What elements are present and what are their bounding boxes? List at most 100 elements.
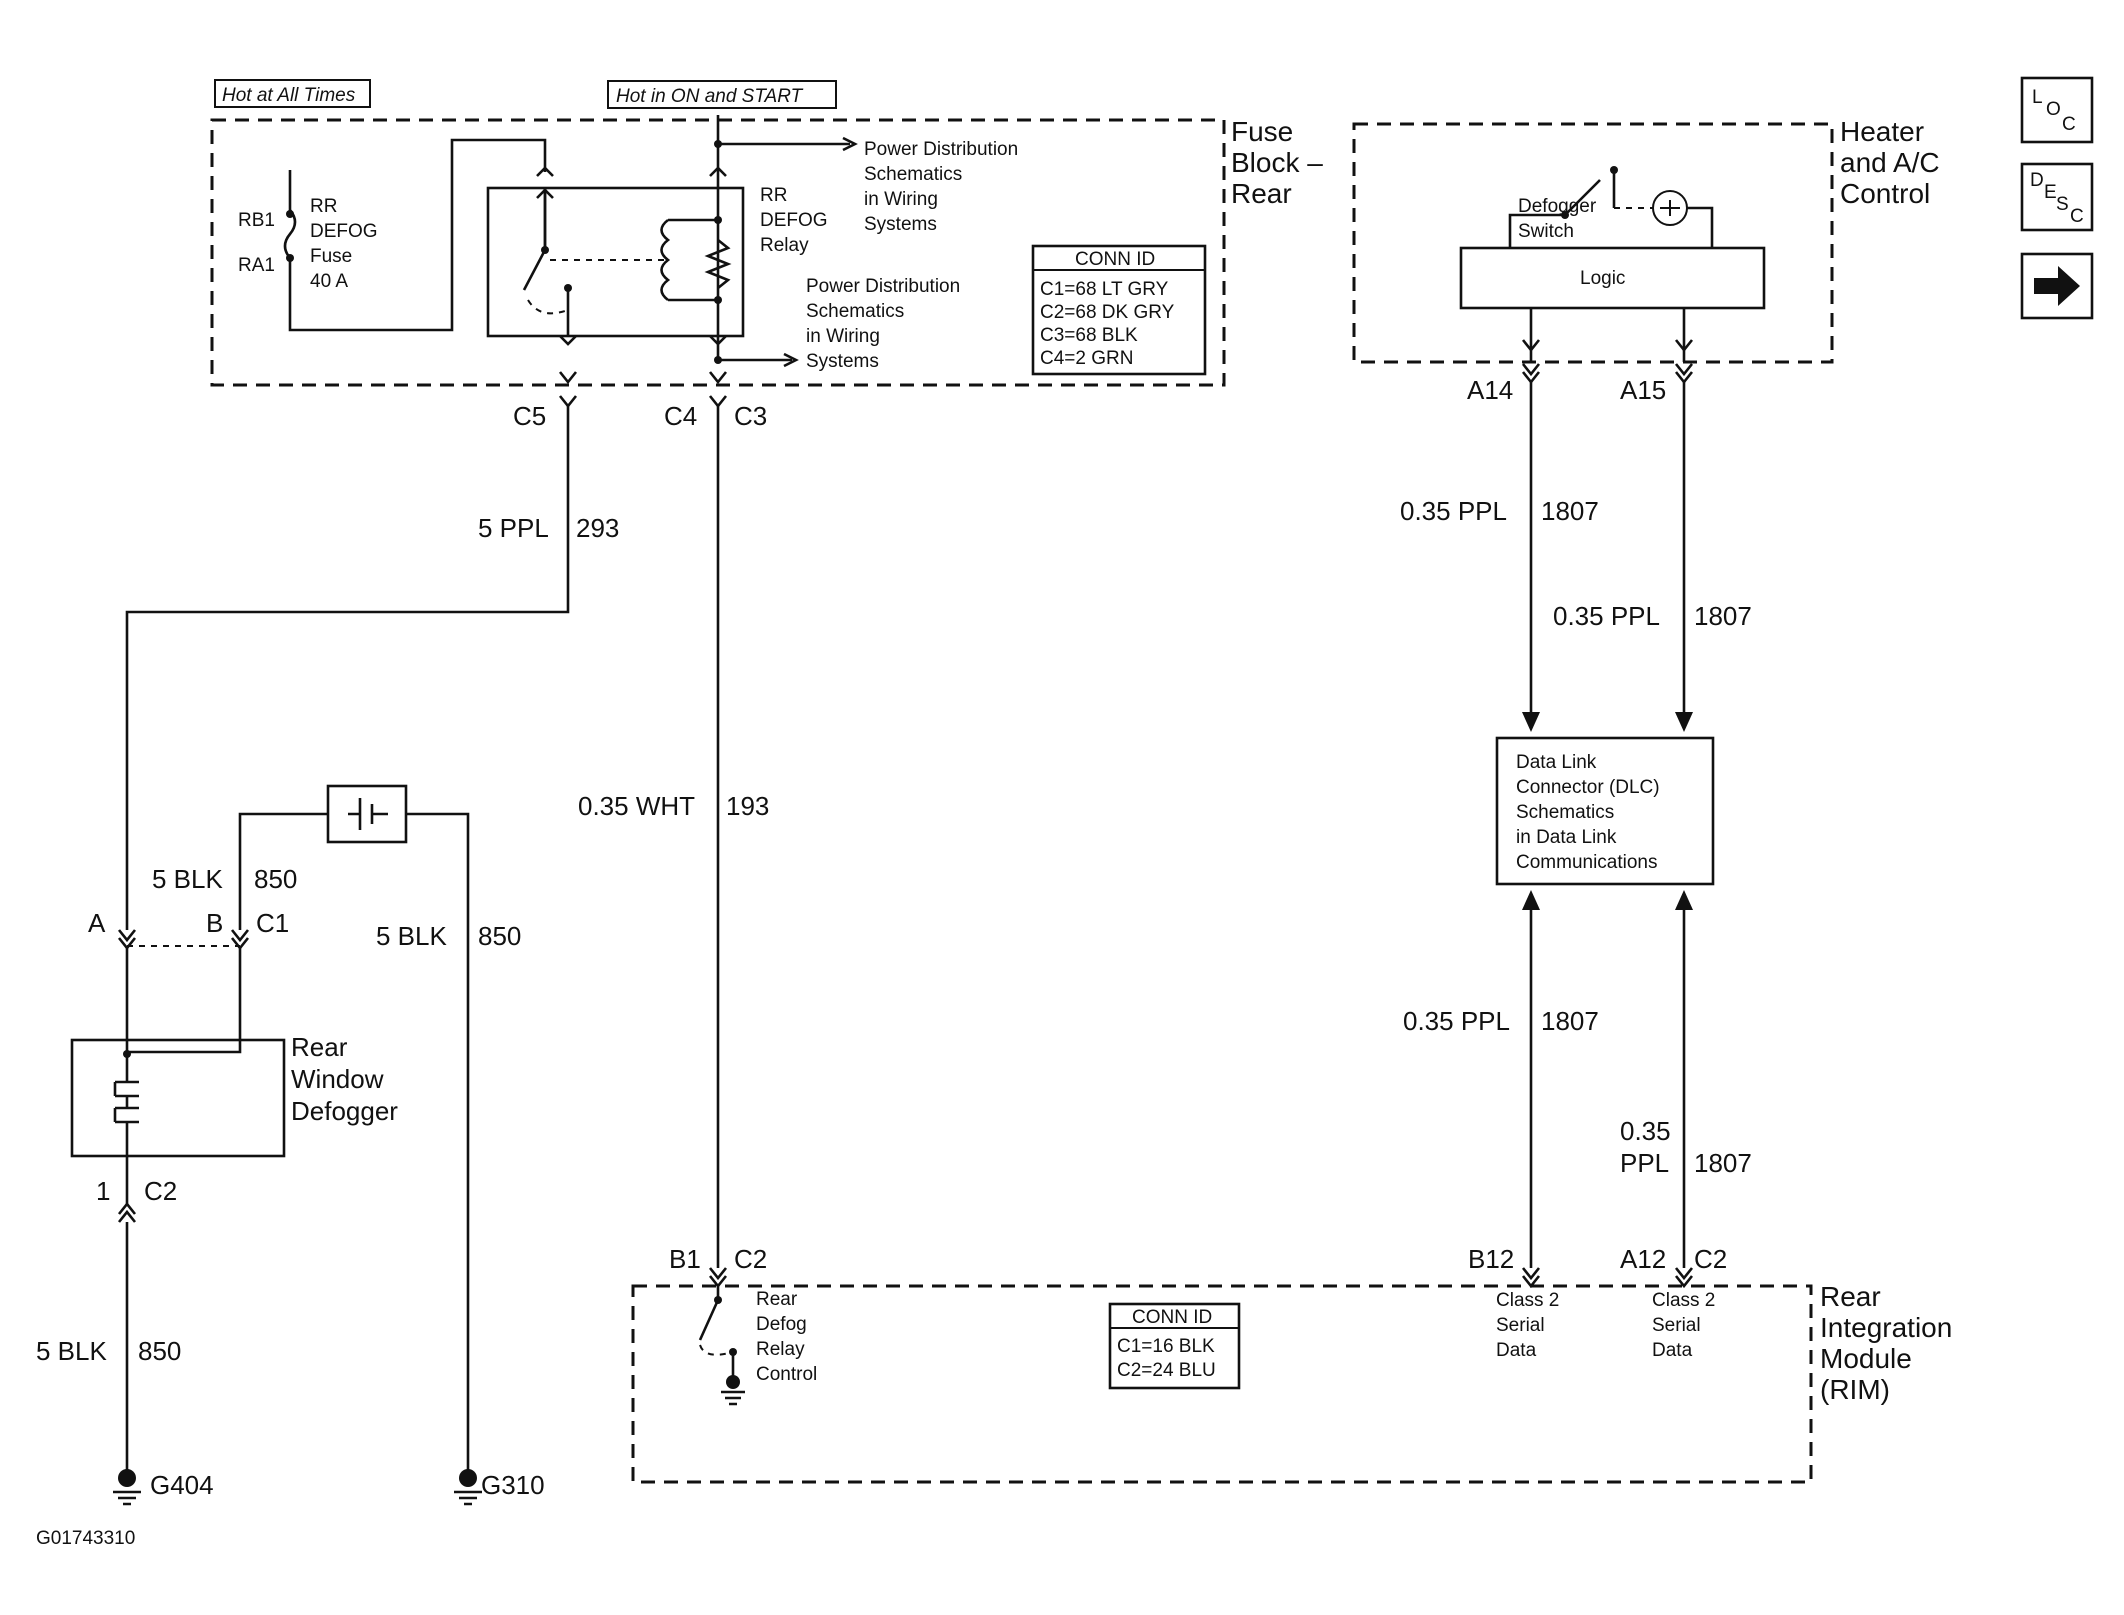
fuse-pin-ra1: RA1 bbox=[238, 255, 275, 276]
relay-label-2: DEFOG bbox=[760, 210, 828, 231]
defogger-pin-1: 1 bbox=[96, 1176, 110, 1206]
wire-850a-color: 5 BLK bbox=[152, 864, 223, 894]
svg-text:L: L bbox=[2032, 87, 2043, 108]
relay-label-3: Relay bbox=[760, 235, 809, 256]
rr-defog-relay bbox=[486, 186, 745, 338]
rim-class2-left-2: Serial bbox=[1496, 1315, 1545, 1336]
wire-1807-c-circuit: 1807 bbox=[1541, 1006, 1599, 1036]
wire-1807-a-circuit: 1807 bbox=[1541, 496, 1599, 526]
fuse-block-title-2: Block – bbox=[1231, 147, 1323, 178]
hvac-title-3: Control bbox=[1840, 178, 1930, 209]
rim-conn-c2-right: C2 bbox=[1694, 1244, 1727, 1274]
rim-class2-left-3: Data bbox=[1496, 1340, 1537, 1361]
wire-193-color: 0.35 WHT bbox=[578, 791, 695, 821]
defogger-conn-c2: C2 bbox=[144, 1176, 177, 1206]
rim-pin-a12: A12 bbox=[1620, 1244, 1666, 1274]
hot-at-all-times-label: Hot at All Times bbox=[222, 85, 356, 106]
hvac-pin-a14: A14 bbox=[1467, 375, 1513, 405]
rim-pin-b1: B1 bbox=[669, 1244, 701, 1274]
ground-g404-label: G404 bbox=[150, 1470, 214, 1500]
rim-class2-right-2: Serial bbox=[1652, 1315, 1701, 1336]
fuse-block-rear: Hot at All Times Hot in ON and START Fus… bbox=[210, 79, 1323, 431]
rim-class2-left-1: Class 2 bbox=[1496, 1290, 1559, 1311]
defogger-grid-icon bbox=[113, 1058, 139, 1156]
wire-1807-d-color-2: PPL bbox=[1620, 1148, 1669, 1178]
ground-g404-icon bbox=[118, 1469, 136, 1487]
switch-label-2: Switch bbox=[1518, 221, 1574, 242]
wire-193-circuit: 193 bbox=[726, 791, 769, 821]
fuse-label-2: DEFOG bbox=[310, 221, 378, 242]
wire-1807-c-color: 0.35 PPL bbox=[1403, 1006, 1510, 1036]
fuse-block-title-3: Rear bbox=[1231, 178, 1292, 209]
rim-relay-control-4: Control bbox=[756, 1364, 817, 1385]
hot-in-on-start-label: Hot in ON and START bbox=[616, 86, 804, 107]
fuse-label-3: Fuse bbox=[310, 246, 352, 267]
dlc-label-2: Connector (DLC) bbox=[1516, 777, 1660, 798]
fuse-symbol bbox=[283, 138, 547, 332]
switch-label-1: Defogger bbox=[1518, 196, 1597, 217]
defogger-title-2: Window bbox=[291, 1064, 384, 1094]
connector-c3: C3 bbox=[734, 401, 767, 431]
wire-293-circuit: 293 bbox=[576, 513, 619, 543]
rim-relay-control-3: Relay bbox=[756, 1339, 805, 1360]
rear-window-defogger: 5 BLK 850 5 BLK 850 A B C1 Rear Window D… bbox=[36, 784, 521, 1478]
svg-text:C: C bbox=[2062, 114, 2076, 135]
defogger-switch-icon bbox=[1508, 179, 1601, 248]
dlc: Data Link Connector (DLC) Schematics in … bbox=[1495, 736, 1715, 886]
wire-193: 0.35 WHT 193 bbox=[578, 406, 769, 1268]
rim-title-3: Module bbox=[1820, 1343, 1912, 1374]
wires-1807-upper: 0.35 PPL 1807 0.35 PPL 1807 bbox=[1400, 382, 1752, 732]
wire-1807-b-circuit: 1807 bbox=[1694, 601, 1752, 631]
fuse-conn-id-title: CONN ID bbox=[1075, 249, 1155, 270]
right-arrow-icon bbox=[2034, 266, 2080, 306]
wire-1807-d-circuit: 1807 bbox=[1694, 1148, 1752, 1178]
wire-850b-color: 5 BLK bbox=[376, 921, 447, 951]
svg-text:D: D bbox=[2030, 170, 2044, 191]
relay-label-1: RR bbox=[760, 185, 787, 206]
wire-1807-a-color: 0.35 PPL bbox=[1400, 496, 1507, 526]
rim-title-2: Integration bbox=[1820, 1312, 1952, 1343]
defogger-pin-a: A bbox=[88, 908, 106, 938]
rim-relay-control-2: Defog bbox=[756, 1314, 807, 1335]
defogger-pin-b: B bbox=[206, 908, 223, 938]
desc-button[interactable]: D E S C bbox=[2020, 162, 2094, 232]
fuse-conn-id-box bbox=[1031, 244, 1207, 376]
wire-293-color: 5 PPL bbox=[478, 513, 549, 543]
hvac-title-1: Heater bbox=[1840, 116, 1924, 147]
defogger-title-3: Defogger bbox=[291, 1096, 398, 1126]
power-ref-top-4: Systems bbox=[864, 214, 937, 235]
rim-conn-id-box bbox=[1108, 1302, 1241, 1390]
rim-conn-id-2: C2=24 BLU bbox=[1117, 1360, 1216, 1381]
svg-text:S: S bbox=[2056, 194, 2069, 215]
hot-in-on-start-box bbox=[607, 80, 837, 109]
svg-text:E: E bbox=[2044, 182, 2057, 203]
loc-button[interactable]: L O C bbox=[2020, 76, 2094, 144]
wire-850c-color: 5 BLK bbox=[36, 1336, 107, 1366]
wire-1807-d-color-1: 0.35 bbox=[1620, 1116, 1671, 1146]
rim-relay-control-1: Rear bbox=[756, 1289, 798, 1310]
dlc-label-1: Data Link bbox=[1516, 752, 1597, 773]
rim-class2-right-3: Data bbox=[1652, 1340, 1693, 1361]
rim-conn-id-title: CONN ID bbox=[1132, 1307, 1212, 1328]
rim-title-4: (RIM) bbox=[1820, 1374, 1890, 1405]
heater-ac-control: Heater and A/C Control Defogger Switch L… bbox=[1352, 116, 1940, 405]
hvac-title-2: and A/C bbox=[1840, 147, 1940, 178]
svg-text:O: O bbox=[2046, 99, 2061, 120]
hvac-outline bbox=[1352, 122, 1834, 364]
rim-title-1: Rear bbox=[1820, 1281, 1881, 1312]
fuse-conn-id-4: C4=2 GRN bbox=[1040, 348, 1133, 369]
fuse-conn-id-3: C3=68 BLK bbox=[1040, 325, 1138, 346]
fuse-label-4: 40 A bbox=[310, 271, 348, 292]
wire-850c-circuit: 850 bbox=[138, 1336, 181, 1366]
power-ref-top-1: Power Distribution bbox=[864, 139, 1018, 160]
diagram-id: G01743310 bbox=[36, 1528, 135, 1549]
fuse-label-1: RR bbox=[310, 196, 337, 217]
power-ref-bottom-3: in Wiring bbox=[806, 326, 880, 347]
wire-850a-circuit: 850 bbox=[254, 864, 297, 894]
next-page-button[interactable] bbox=[2020, 252, 2094, 320]
relay-resistor bbox=[704, 238, 732, 290]
rim-conn-c2-left: C2 bbox=[734, 1244, 767, 1274]
power-ref-top-3: in Wiring bbox=[864, 189, 938, 210]
fuse-pin-rb1: RB1 bbox=[238, 210, 275, 231]
